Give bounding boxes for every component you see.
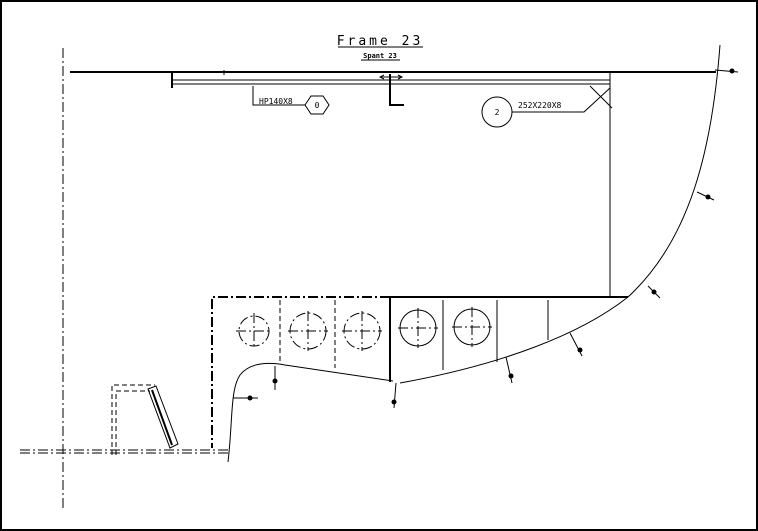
arrow-left [378,74,385,80]
profile-hex-tag [304,95,330,115]
marker-dot [247,395,253,401]
hole-crosshairs [236,311,382,351]
bracket-size-label: 252X220X8 [518,101,562,110]
arrow-right [397,74,404,80]
profile-tag-number: 0 [315,101,320,110]
keel-block-outline [111,384,155,455]
bracket-leader [512,87,611,113]
marker-dot [391,399,397,405]
marker-dot [651,289,657,295]
marker-dot [577,347,583,353]
bracket-tag-number: 2 [495,108,500,117]
marker-dot [729,68,735,74]
hole-crosshairs [398,307,492,348]
marker-dot [272,378,278,384]
drawing-subtitle: Spant 23 [363,52,397,60]
hull-bottom [227,362,394,463]
profile-label: HP140X8 [259,97,293,106]
keel-block-inner [115,390,150,455]
dashed-tank-outline [211,296,390,448]
marker-dot [508,373,514,379]
spant-marker [389,74,404,106]
bracket-diagonal [589,85,613,109]
weld-markers [233,68,739,409]
keel-bracket-outline [147,385,179,449]
drawing-title: Frame 23 [337,34,424,49]
hull-shell [399,44,721,384]
lightening-holes [236,307,492,351]
profile-leader [252,86,305,106]
marker-dot [705,194,711,200]
keel-bracket [151,389,173,446]
